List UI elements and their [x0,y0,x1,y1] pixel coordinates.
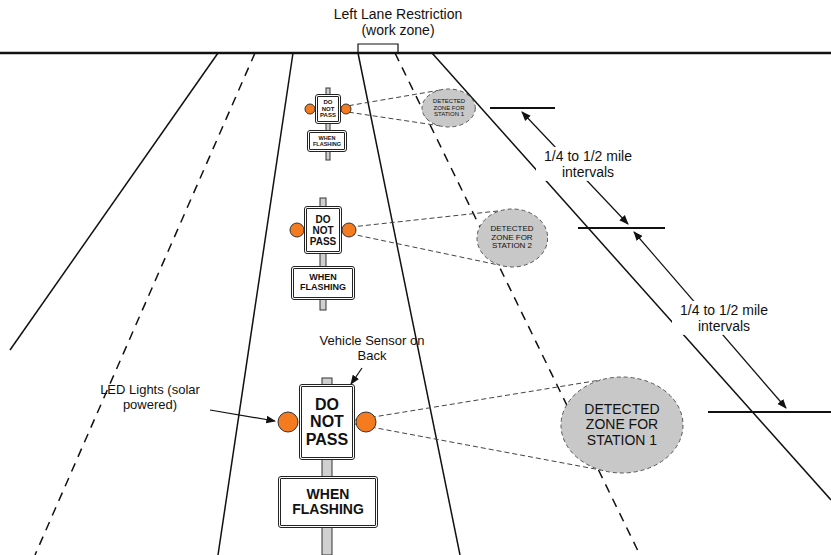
detected-zone: DETECTED ZONE FOR STATION 1 [560,376,684,474]
detection-beam [342,232,500,265]
interval-marker [578,227,665,229]
detection-beam [342,211,500,228]
sign-panel: WHEN FLASHING [278,476,378,528]
zone-text: DETECTED ZONE FOR STATION 2 [489,225,535,251]
zone-ellipse [561,377,683,473]
lane-divider [395,53,640,555]
led-light [342,223,356,237]
interval-label: 1/4 to 1/2 mile intervals [672,301,776,335]
work-zone-label: Left Lane Restriction (work zone) [323,6,473,38]
road-edge-line [432,53,831,500]
interval-arrow [634,232,786,408]
interval-marker [490,107,555,109]
zone-text: DETECTED ZONE FOR STATION 1 [582,402,662,448]
sign-text: DO NOT PASS [320,99,336,119]
led-light [341,104,351,114]
led-light [290,223,304,237]
zone-ellipse [477,209,548,267]
sign-text: WHEN FLASHING [292,487,364,518]
lane-divider [35,53,255,555]
road-edge-line [10,53,218,350]
sign-panel: DO NOT PASS [304,206,342,254]
sign-text: DO NOT PASS [310,214,336,247]
detected-zone: DETECTED ZONE FOR STATION 2 [476,208,549,268]
callout-label: Vehicle Sensor on Back [317,334,427,364]
detected-zone: DETECTED ZONE FOR STATION 1 [421,88,476,128]
work-zone-bracket [358,44,398,53]
sign-panel: WHEN FLASHING [291,266,355,300]
zone-ellipse [422,89,475,127]
interval-label: 1/4 to 1/2 mile intervals [536,147,640,181]
sign-panel: WHEN FLASHING [307,130,347,152]
sign-text: DO NOT PASS [306,396,348,449]
sign-text: WHEN FLASHING [300,273,346,293]
horizon-line [0,52,831,55]
leader-line [210,410,275,421]
interval-marker [708,411,831,413]
sign-panel: DO NOT PASS [299,384,355,460]
sign-text: WHEN FLASHING [313,135,341,147]
sign-panel: DO NOT PASS [315,94,341,124]
zone-text: DETECTED ZONE FOR STATION 1 [432,98,466,118]
callout-label: LED Lights (solar powered) [91,383,209,413]
led-light [356,412,376,432]
led-light [305,104,315,114]
leader-line [351,368,362,384]
led-light [278,412,298,432]
